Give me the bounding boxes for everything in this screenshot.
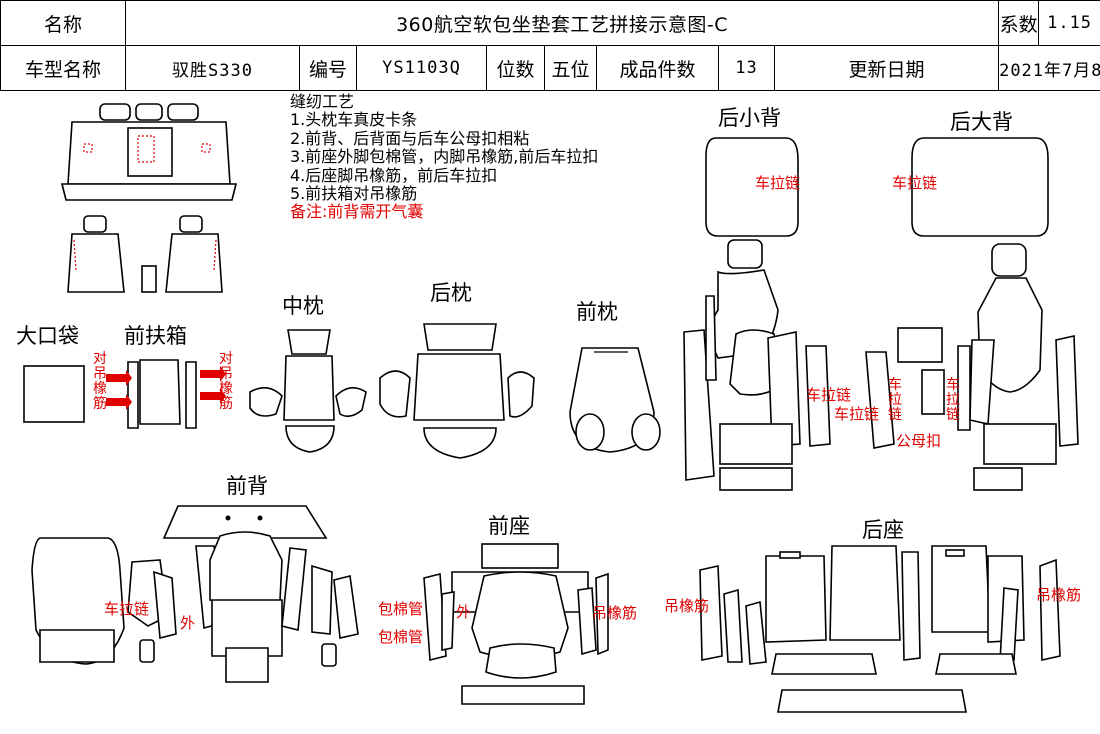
- sewing-notes: 缝纫工艺 1.头枕车真皮卡条 2.前背、后背面与后车公母扣相粘 3.前座外脚包棉…: [290, 92, 599, 222]
- label-rear-seat: 后座: [862, 518, 904, 542]
- annotation-hang-elastic: 吊橡筋: [592, 604, 638, 622]
- annotation-zipper: 车拉链: [104, 600, 150, 618]
- label-big-pocket: 大口袋: [16, 324, 79, 348]
- label-front-armrest: 前扶箱: [124, 324, 187, 348]
- sewing-notes-title: 缝纫工艺: [290, 92, 355, 111]
- annotation-zipper: 车拉链: [755, 174, 801, 192]
- rear-pillow-pieces: [379, 323, 535, 459]
- rear-small-back-pieces: [683, 137, 831, 491]
- annotation-outer: 外: [180, 614, 196, 632]
- label-front-pillow: 前枕: [576, 300, 618, 324]
- title-block: 名称 360航空软包坐垫套工艺拼接示意图-C 系数 1.15 车型名称 驭胜S3…: [0, 0, 1100, 91]
- rear-seat-pieces: [699, 545, 1061, 713]
- label-front-seat: 前座: [488, 514, 530, 538]
- label-rear-small-back: 后小背: [718, 106, 781, 130]
- annotation-zipper: 车拉链: [806, 386, 852, 404]
- sewing-remark: 备注:前背需开气囊: [290, 202, 424, 222]
- coefficient-label: 系数: [998, 0, 1040, 46]
- annotation-cotton-tube: 包棉管: [378, 600, 424, 618]
- label-mid-pillow: 中枕: [282, 294, 324, 318]
- annotation-zipper: 车拉链: [834, 405, 880, 423]
- car-overview-diagram: [60, 103, 238, 293]
- pieces-label: 成品件数: [596, 45, 719, 91]
- front-pillow-pieces: [569, 347, 661, 453]
- annotation-outer: 外: [456, 603, 472, 621]
- front-armrest-pieces: [106, 359, 226, 429]
- code-label: 编号: [299, 45, 357, 91]
- date-value: 2021年7月8日: [998, 45, 1100, 91]
- model-label: 车型名称: [0, 45, 126, 91]
- seats-label: 位数: [486, 45, 545, 91]
- mid-pillow-pieces: [249, 329, 367, 453]
- sewing-note: 4.后座脚吊橡筋，前后车拉扣: [290, 165, 498, 185]
- front-seat-pieces: [423, 543, 609, 705]
- label-front-back: 前背: [226, 474, 268, 498]
- sewing-note: 3.前座外脚包棉管，内脚吊橡筋,前后车拉扣: [290, 147, 599, 167]
- annotation-zipper-vertical: 车拉链: [946, 377, 960, 423]
- sewing-note: 1.头枕车真皮卡条: [290, 110, 418, 130]
- sewing-note: 2.前背、后背面与后车公母扣相粘: [290, 128, 530, 148]
- annotation-zipper: 车拉链: [892, 174, 938, 192]
- annotation-cotton-tube: 包棉管: [378, 628, 424, 646]
- seats-value: 五位: [544, 45, 597, 91]
- annotation-hang-elastic: 吊橡筋: [664, 597, 710, 615]
- sewing-note: 5.前扶箱对吊橡筋: [290, 184, 418, 204]
- rear-big-back-pieces: [865, 137, 1079, 491]
- pieces-value: 13: [718, 45, 775, 91]
- date-label: 更新日期: [773, 45, 1000, 91]
- label-rear-big-back: 后大背: [950, 110, 1013, 134]
- model-value: 驭胜S330: [125, 45, 300, 91]
- annotation-hang-elastic: 吊橡筋: [1036, 586, 1082, 604]
- code-value: YS1103Q: [356, 45, 487, 91]
- sheet-title: 360航空软包坐垫套工艺拼接示意图-C: [124, 0, 1000, 46]
- label-rear-pillow: 后枕: [430, 281, 472, 305]
- front-back-pieces: [31, 505, 359, 683]
- annotation-snap: 公母扣: [896, 432, 942, 450]
- annotation-zipper-vertical: 车拉链: [888, 377, 902, 423]
- annotation-pair-hang-elastic: 对吊橡筋: [93, 351, 107, 412]
- annotation-pair-hang-elastic: 对吊橡筋: [219, 351, 233, 412]
- name-label: 名称: [0, 0, 126, 46]
- big-pocket-piece: [23, 365, 85, 423]
